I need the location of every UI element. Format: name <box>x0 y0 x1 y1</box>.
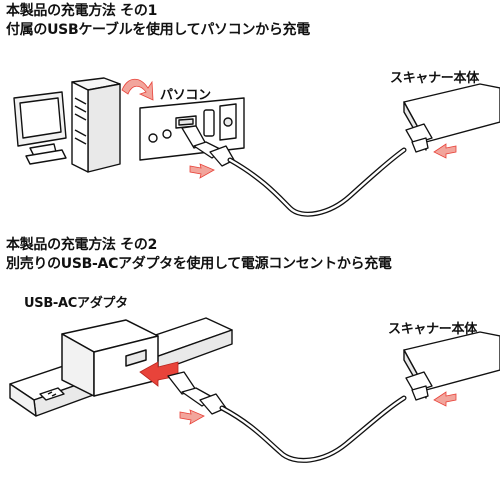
method2-title: 本製品の充電方法 その2 <box>6 237 158 253</box>
pc-tower-icon <box>71 77 121 173</box>
usb-cable-2 <box>219 395 407 463</box>
pc-port-panel-icon <box>139 97 245 161</box>
usb-cable-1 <box>227 147 407 217</box>
zoom-arrow-icon <box>121 78 154 101</box>
usb-plug-adapter-icon <box>167 371 227 415</box>
ac-adapter-icon <box>61 319 159 397</box>
insert-arrow-pc-icon <box>189 163 215 179</box>
method2-subtitle: 別売りのUSB-ACアダプタを使用して電源コンセントから充電 <box>6 256 392 272</box>
pc-label: パソコン <box>160 88 211 103</box>
method1-subtitle: 付属のUSBケーブルを使用してパソコンから充電 <box>6 22 310 38</box>
insert-arrow-adapter-small-icon <box>179 409 205 425</box>
scanner-label-2: スキャナー本体 <box>388 322 477 337</box>
method1-title: 本製品の充電方法 その1 <box>6 3 158 19</box>
insert-arrow-scanner-1-icon <box>433 143 457 159</box>
insert-arrow-adapter-icon <box>139 361 179 387</box>
adapter-label: USB-ACアダプタ <box>24 296 128 311</box>
usb-plug-scanner-2-icon <box>405 371 433 401</box>
insert-arrow-scanner-2-icon <box>433 391 457 407</box>
pc-monitor-icon <box>13 91 67 165</box>
scanner-label-1: スキャナー本体 <box>390 71 479 86</box>
usb-plug-scanner-1-icon <box>405 123 433 153</box>
